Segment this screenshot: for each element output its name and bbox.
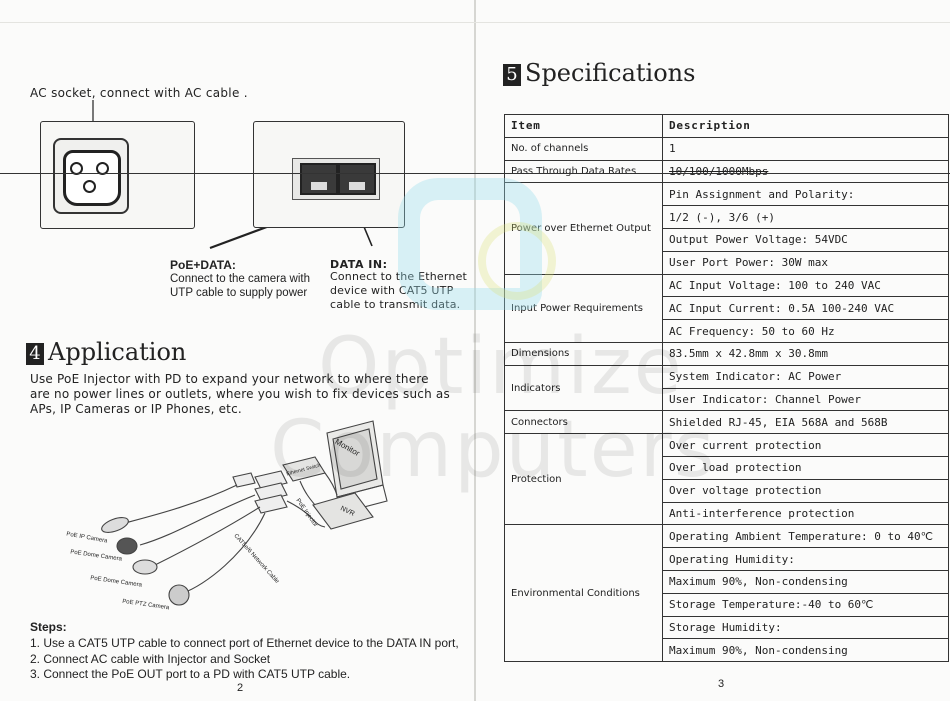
table-row: Output Power Voltage: 54VDC bbox=[505, 227, 949, 252]
spec-value-cell: Storage Temperature:-40 to 60℃ bbox=[662, 592, 949, 617]
spec-value-cell: Shielded RJ-45, EIA 568A and 568B bbox=[662, 410, 949, 435]
spec-value-cell: Over current protection bbox=[662, 433, 949, 457]
ac-socket-caption: AC socket, connect with AC cable . bbox=[30, 86, 248, 100]
section-title: Specifications bbox=[525, 59, 696, 87]
table-row: User Port Power: 30W max bbox=[505, 250, 949, 275]
step-item: 2. Connect AC cable with Injector and So… bbox=[30, 652, 271, 666]
table-row: AC Frequency: 50 to 60 Hz bbox=[505, 319, 949, 343]
ip-camera-icon bbox=[101, 517, 129, 533]
spec-value-cell: Storage Humidity: bbox=[662, 615, 949, 640]
rj45-port-icon bbox=[338, 163, 376, 195]
spec-value-cell: AC Input Current: 0.5A 100-240 VAC bbox=[662, 296, 949, 321]
application-description: Use PoE Injector with PD to expand your … bbox=[30, 372, 450, 416]
spec-value-cell: Pin Assignment and Polarity: bbox=[662, 182, 949, 207]
dome-camera-icon bbox=[116, 537, 138, 555]
poe-data-label: PoE+DATA: bbox=[170, 258, 236, 272]
spec-value-cell: AC Frequency: 50 to 60 Hz bbox=[662, 319, 949, 343]
spec-value-cell: Output Power Voltage: 54VDC bbox=[662, 227, 949, 252]
watermark-line-2: Computers bbox=[270, 405, 717, 495]
table-row: Maximum 90%, Non-condensing bbox=[505, 569, 949, 594]
section-title: Application bbox=[48, 338, 187, 366]
spec-value-cell: Maximum 90%, Non-condensing bbox=[662, 638, 949, 663]
table-row: Anti-interference protection bbox=[505, 501, 949, 526]
spec-item-cell: Environmental Conditions bbox=[504, 524, 663, 663]
column-header-description: Description bbox=[662, 114, 949, 138]
nvr-icon bbox=[312, 492, 374, 530]
table-row: Maximum 90%, Non-condensing bbox=[505, 638, 949, 663]
ptz-camera-icon bbox=[168, 584, 190, 606]
rj45-port-icon bbox=[300, 163, 338, 195]
spec-value-cell: Maximum 90%, Non-condensing bbox=[662, 569, 949, 594]
watermark-line-1: Optimize bbox=[318, 322, 684, 412]
spec-value-cell: Operating Ambient Temperature: 0 to 40℃ bbox=[662, 524, 949, 549]
steps-title: Steps: bbox=[30, 620, 67, 634]
step-item: 3. Connect the PoE OUT port to a PD with… bbox=[30, 667, 351, 681]
column-header-item: Item bbox=[504, 114, 663, 138]
scan-line bbox=[0, 173, 950, 174]
page-number: 2 bbox=[237, 682, 244, 694]
table-row: Storage Temperature:-40 to 60℃ bbox=[505, 592, 949, 617]
spec-value-cell: Operating Humidity: bbox=[662, 547, 949, 571]
section-number: 4 bbox=[26, 343, 44, 365]
spec-value-cell: 83.5mm x 42.8mm x 30.8mm bbox=[662, 341, 949, 366]
spec-item-cell: Pass Through Data Rates bbox=[504, 159, 663, 184]
application-diagram bbox=[101, 420, 388, 606]
spec-value-cell: User Indicator: Channel Power bbox=[662, 387, 949, 412]
section-number: 5 bbox=[503, 64, 521, 86]
spec-item-cell: No. of channels bbox=[504, 136, 663, 161]
table-row: AC Input Current: 0.5A 100-240 VAC bbox=[505, 296, 949, 321]
spec-value-cell: 10/100/1000Mbps bbox=[662, 159, 949, 184]
table-header-row: Item Description bbox=[504, 114, 949, 138]
spec-value-cell: User Port Power: 30W max bbox=[662, 250, 949, 275]
page-fold bbox=[474, 0, 476, 701]
data-in-label: DATA IN: bbox=[330, 258, 388, 271]
spec-value-cell: AC Input Voltage: 100 to 240 VAC bbox=[662, 273, 949, 298]
spec-value-cell: 1 bbox=[662, 136, 949, 161]
page-number: 3 bbox=[718, 678, 725, 690]
step-item: 1. Use a CAT5 UTP cable to connect port … bbox=[30, 636, 459, 650]
table-row: User Indicator: Channel Power bbox=[505, 387, 949, 412]
spec-value-cell: 1/2 (-), 3/6 (+) bbox=[662, 205, 949, 229]
poe-data-description: Connect to the camera with UTP cable to … bbox=[170, 273, 310, 299]
spec-item-cell: Protection bbox=[504, 433, 663, 526]
table-row: Operating Humidity: bbox=[505, 547, 949, 571]
dome-camera-icon bbox=[132, 559, 158, 575]
spec-value-cell: System Indicator: AC Power bbox=[662, 364, 949, 389]
spec-value-cell: Anti-interference protection bbox=[662, 501, 949, 526]
left-page bbox=[0, 0, 474, 701]
table-row: Storage Humidity: bbox=[505, 615, 949, 640]
